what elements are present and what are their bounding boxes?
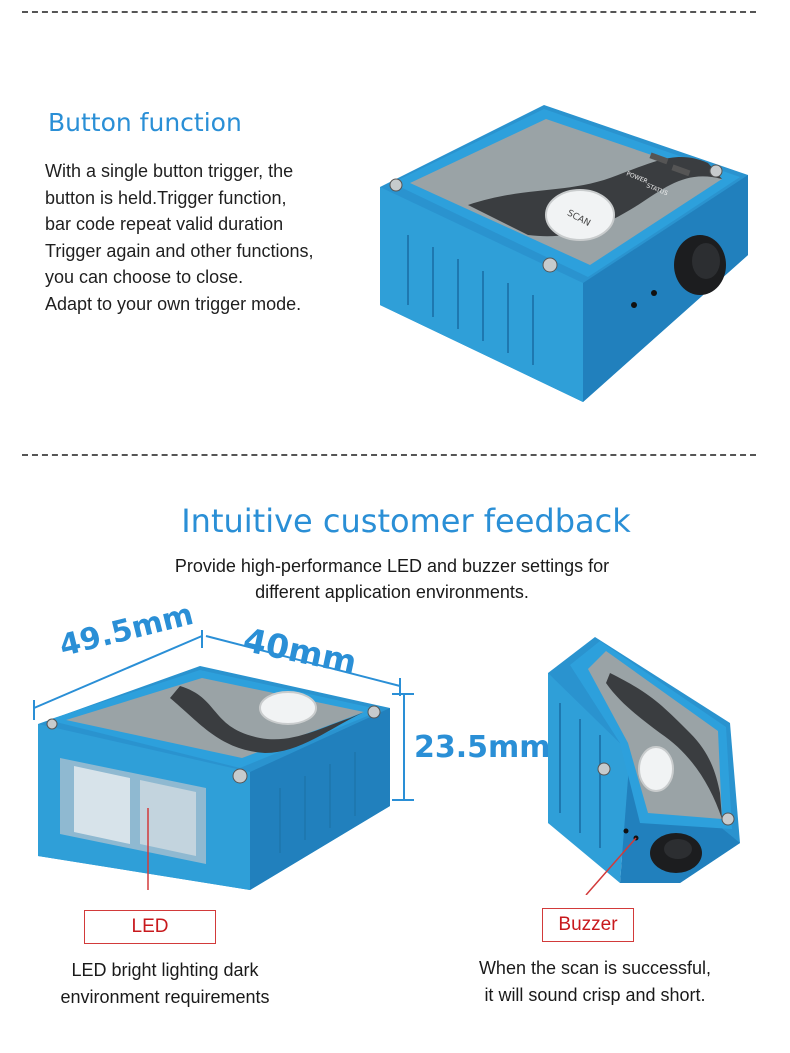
middle-divider — [22, 454, 756, 456]
feedback-subtitle: Provide high-performance LED and buzzer … — [0, 553, 784, 605]
subtitle-line: different application environments. — [255, 582, 529, 602]
device-side-face — [583, 175, 748, 402]
description-line: With a single button trigger, the — [45, 161, 294, 181]
screw-icon — [232, 768, 248, 784]
scan-button-icon — [545, 189, 615, 241]
buzzer-label: Buzzer — [542, 908, 634, 942]
trigger-knob-center — [692, 243, 720, 279]
buzzer-caption: When the scan is successful, it will sou… — [440, 955, 750, 1009]
subtitle-line: Provide high-performance LED and buzzer … — [174, 556, 610, 576]
screw-icon — [709, 164, 723, 178]
device-ribs — [407, 235, 534, 365]
device-front-face — [548, 673, 630, 883]
device-panel-swoosh — [170, 686, 364, 753]
caption-line: LED bright lighting dark — [71, 960, 259, 980]
led-caption: LED bright lighting dark environment req… — [0, 957, 330, 1011]
top-divider — [22, 11, 756, 13]
scan-button-icon — [638, 746, 674, 792]
height-dimension: 23.5mm — [414, 730, 551, 765]
description-line: Adapt to your own trigger mode. — [45, 293, 302, 314]
scanner-side-view-image — [548, 637, 740, 895]
scanner-front-view-image — [33, 630, 414, 890]
screw-icon — [46, 718, 58, 730]
trigger-knob-center — [664, 839, 692, 859]
scanner-top-view-image: SCAN POWER STATUS — [380, 105, 748, 402]
device-panel-swoosh — [606, 673, 722, 819]
description-line: you can choose to close. — [45, 267, 244, 287]
device-ribs — [559, 703, 601, 848]
led-label: LED — [84, 910, 216, 944]
feedback-title: Intuitive customer feedback — [181, 502, 631, 540]
buzzer-pointer-line — [585, 837, 637, 895]
led-lens — [74, 766, 130, 844]
description-line: button is held.Trigger function, — [45, 187, 287, 208]
scan-button-icon — [259, 691, 317, 725]
screw-icon — [721, 812, 735, 826]
screw-icon — [542, 257, 558, 273]
caption-line: environment requirements — [60, 987, 270, 1007]
button-function-title: Button function — [48, 108, 242, 137]
screw-icon — [597, 762, 611, 776]
buzzer-hole-icon — [631, 302, 637, 308]
buzzer-hole-icon — [651, 290, 657, 296]
caption-line: it will sound crisp and short. — [484, 985, 706, 1005]
button-function-description: With a single button trigger, the button… — [45, 158, 375, 317]
dimension-lines — [33, 630, 414, 801]
caption-line: When the scan is successful, — [478, 958, 712, 978]
camera-lens — [140, 780, 196, 856]
description-line: bar code repeat valid duration — [45, 214, 284, 234]
screw-icon — [367, 705, 381, 719]
screw-icon — [389, 178, 403, 192]
device-ribs — [279, 752, 356, 853]
power-led-icon — [649, 152, 669, 165]
buzzer-hole-icon — [623, 828, 629, 834]
status-led-icon — [671, 164, 691, 177]
description-line: Trigger again and other functions, — [45, 240, 314, 261]
